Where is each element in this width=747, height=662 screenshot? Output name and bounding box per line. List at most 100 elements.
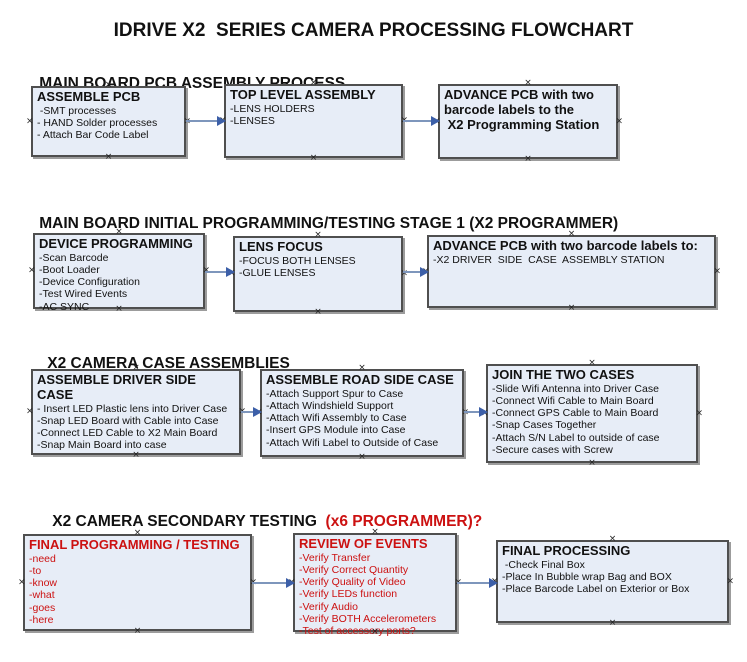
connection-point-icon: × (588, 458, 596, 468)
box-item: -Snap Cases Together (492, 419, 597, 432)
flow-box-advance-to-case-assembly: ADVANCE PCB with two barcode labels to: … (422, 230, 721, 313)
flow-box-top-level-assembly: TOP LEVEL ASSEMBLY -LENS HOLDERS-LENSES … (219, 79, 408, 163)
section-heading-text: MAIN BOARD INITIAL PROGRAMMING/TESTING S… (39, 215, 619, 232)
section-heading-red-text: (x6 PROGRAMMER)? (325, 513, 483, 530)
box-item: -Attach S/N Label to outside of case (492, 431, 660, 444)
connection-point-icon: × (524, 154, 532, 164)
box-item: -Verify BOTH Accelerometers (299, 612, 437, 625)
box-item: -Place Barcode Label on Exterior or Box (502, 583, 690, 596)
box-title-line: barcode labels to the (444, 101, 575, 117)
box-item: -Scan Barcode (39, 251, 109, 264)
box-items: - Insert LED Plastic lens into Driver Ca… (37, 403, 235, 452)
box-items: -X2 DRIVER SIDE CASE ASSEMBLY STATION (433, 254, 710, 266)
box-title: JOIN THE TWO CASES (492, 367, 692, 383)
box-item: -Test of accessory ports? (299, 624, 416, 637)
flow-box-final-processing: FINAL PROCESSING -Check Final Box-Place … (491, 535, 734, 628)
box-title: ASSEMBLE PCB (37, 89, 180, 105)
connection-point-icon: × (132, 450, 140, 460)
box-item: -to (29, 565, 42, 578)
page-title: IDRIVE X2 SERIES CAMERA PROCESSING FLOWC… (113, 20, 634, 41)
box-item: -Connect GPS Cable to Main Board (492, 407, 659, 420)
box-title: ADVANCE PCB with two barcode labels to: (433, 238, 710, 254)
box-title-line: ASSEMBLE DRIVER SIDE CASE (37, 372, 200, 402)
box-item: -goes (29, 601, 56, 614)
box-title: DEVICE PROGRAMMING (39, 236, 199, 252)
box-item: -SMT processes (37, 104, 117, 117)
box-item: -Verify LEDs function (299, 588, 398, 601)
box-item: -LENS HOLDERS (230, 102, 315, 115)
flow-box-review-of-events: REVIEW OF EVENTS -Verify Transfer-Verify… (288, 528, 462, 637)
box-item: -Connect Wifi Cable to Main Board (492, 395, 654, 408)
box-item: -Verify Quality of Video (299, 576, 406, 589)
connector-arrow-row4-a-b (252, 578, 295, 588)
connection-point-icon: × (26, 116, 34, 126)
flow-box-final-programming-testing: FINAL PROGRAMMING / TESTING -need-to-kno… (18, 529, 257, 636)
box-item: -Slide Wifi Antenna into Driver Case (492, 382, 659, 395)
box-items: -need-to-know-what-goes-here (29, 553, 246, 626)
box-item: -GLUE LENSES (239, 267, 316, 280)
box-title-line: FINAL PROGRAMMING / TESTING (29, 537, 240, 552)
connection-point-icon: × (615, 116, 623, 126)
flow-box-assemble-road-side-case: ASSEMBLE ROAD SIDE CASE -Attach Support … (255, 364, 469, 462)
connection-point-icon: × (358, 452, 366, 462)
box-title: ASSEMBLE DRIVER SIDE CASE (37, 372, 235, 403)
connection-point-icon: × (26, 406, 34, 417)
connection-point-icon: × (695, 408, 703, 418)
box-item: -Test Wired Events (39, 288, 128, 301)
connector-arrow-row1-b-c (403, 116, 440, 126)
box-item: -Place In Bubble wrap Bag and BOX (502, 571, 672, 584)
box-title: LENS FOCUS (239, 239, 397, 255)
box-item: -what (29, 589, 55, 602)
box-item: -Check Final Box (502, 558, 585, 571)
box-title-line: ADVANCE PCB with two barcode labels to: (433, 238, 698, 253)
box-item: -here (29, 613, 54, 626)
connection-point-icon: × (726, 576, 734, 586)
flow-box-lens-focus: LENS FOCUS -FOCUS BOTH LENSES-GLUE LENSE… (228, 231, 408, 317)
box-items: -Slide Wifi Antenna into Driver Case-Con… (492, 383, 692, 456)
connection-point-icon: × (309, 153, 318, 163)
box-title-line: TOP LEVEL ASSEMBLY (230, 87, 376, 102)
connection-point-icon: × (133, 626, 142, 636)
connection-point-icon: × (567, 303, 576, 313)
box-item: -Attach Wifi Assembly to Case (266, 412, 407, 425)
box-title-line: ADVANCE PCB with two (444, 87, 594, 102)
connector-arrow-row1-a-b (186, 116, 226, 126)
box-title-line: DEVICE PROGRAMMING (39, 236, 193, 251)
connector-arrow-row4-b-c (457, 578, 498, 588)
connection-point-icon: × (713, 266, 721, 276)
box-item: - HAND Solder processes (37, 117, 158, 130)
box-item: -Connect LED Cable to X2 Main Board (37, 427, 218, 440)
section-heading-text: X2 CAMERA SECONDARY TESTING (52, 513, 326, 530)
box-title-line: JOIN THE TWO CASES (492, 367, 635, 382)
connection-point-icon: × (18, 577, 26, 587)
box-item: -X2 DRIVER SIDE CASE ASSEMBLY STATION (433, 253, 665, 266)
box-item: -Snap LED Board with Cable into Case (37, 415, 219, 428)
connection-point-icon: × (608, 618, 617, 628)
box-item: -AC SYNC (39, 300, 90, 313)
box-item: -Verify Correct Quantity (299, 564, 409, 577)
connection-point-icon: × (104, 152, 113, 162)
box-item: -Device Configuration (39, 276, 140, 289)
box-items: -Check Final Box-Place In Bubble wrap Ba… (502, 559, 723, 596)
box-title: REVIEW OF EVENTS (299, 536, 451, 552)
box-title-line: LENS FOCUS (239, 239, 323, 254)
connector-arrow-row3-a-b (241, 407, 262, 417)
box-item: -Verify Transfer (299, 551, 371, 564)
box-item: -Verify Audio (299, 600, 358, 613)
connector-arrow-row2-a-b (205, 267, 235, 277)
box-items: -Attach Support Spur to Case-Attach Wind… (266, 388, 458, 449)
box-item: -know (29, 577, 58, 590)
box-title-line: X2 Programming Station (444, 116, 600, 132)
flow-box-assemble-driver-side-case: ASSEMBLE DRIVER SIDE CASE - Insert LED P… (26, 364, 246, 460)
box-items: -SMT processes- HAND Solder processes- A… (37, 105, 180, 142)
box-item: -FOCUS BOTH LENSES (239, 254, 356, 267)
box-item: - Insert LED Plastic lens into Driver Ca… (37, 402, 228, 415)
flow-box-device-programming: DEVICE PROGRAMMING -Scan Barcode-Boot Lo… (28, 228, 210, 314)
box-title: FINAL PROGRAMMING / TESTING (29, 537, 246, 553)
connector-arrow-row2-b-c (403, 267, 429, 277)
box-item: -LENSES (230, 115, 275, 128)
box-item: -Attach Support Spur to Case (266, 387, 404, 400)
connection-point-icon: × (314, 307, 322, 317)
